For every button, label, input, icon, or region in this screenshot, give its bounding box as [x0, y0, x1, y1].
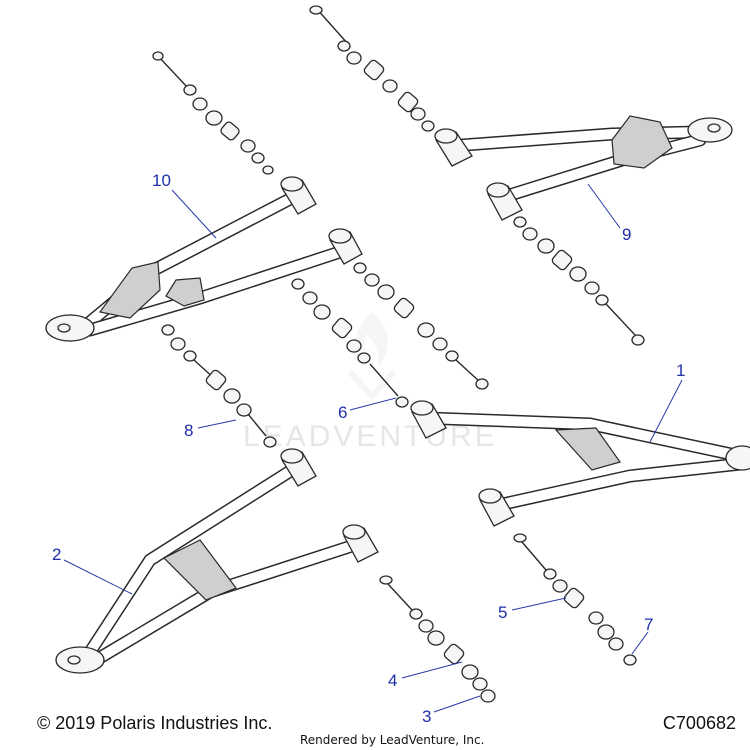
arm-9-bracket — [611, 115, 673, 169]
arm-10-pivot-front — [280, 176, 317, 215]
part-3-washer — [480, 689, 496, 703]
arm-10-bracket — [98, 261, 161, 319]
callout-7: 7 — [631, 615, 653, 655]
render-credit: Rendered by LeadVenture, Inc. — [300, 733, 485, 747]
control-arm-9 — [434, 115, 733, 221]
callouts: 1 2 3 4 5 6 7 8 — [52, 171, 685, 726]
arm-9-pivot-front — [434, 128, 473, 167]
hardware-stack-right — [513, 216, 645, 346]
arm-1-ball-joint — [725, 445, 750, 471]
callout-3-label: 3 — [422, 707, 431, 726]
arm-10-pivot-rear — [328, 228, 363, 265]
arm-1-gusset — [554, 427, 621, 471]
callout-4-label: 4 — [388, 671, 397, 690]
watermark-text: LEADVENTURE — [243, 420, 498, 453]
callout-2: 2 — [52, 545, 133, 595]
hardware-stack-bottom-center — [379, 575, 496, 703]
arm-1-pivot-front — [410, 400, 447, 439]
callout-8-label: 8 — [184, 421, 193, 440]
arm-1-pivot-rear — [478, 488, 515, 527]
watermark-flame-logo — [347, 312, 397, 401]
diagram-code: C700682 — [662, 713, 736, 733]
callout-4: 4 — [388, 661, 463, 690]
hardware-stack-upper-left — [152, 51, 274, 175]
part-7-nut — [623, 654, 637, 666]
callout-5-label: 5 — [498, 603, 507, 622]
copyright-text: © 2019 Polaris Industries Inc. — [37, 713, 273, 733]
arm-2-pivot-front — [280, 448, 317, 487]
callout-8: 8 — [184, 419, 237, 440]
control-arm-10 — [45, 176, 363, 342]
watermark: LEADVENTURE — [243, 312, 498, 453]
hardware-stack-center — [291, 278, 409, 408]
callout-10: 10 — [152, 171, 217, 239]
callout-9-label: 9 — [622, 225, 631, 244]
callout-1: 1 — [649, 361, 685, 443]
control-arm-2 — [55, 448, 379, 674]
hardware-stack-center-upper — [353, 262, 489, 390]
callout-10-label: 10 — [152, 171, 171, 190]
callout-9: 9 — [587, 183, 631, 244]
callout-1-label: 1 — [676, 361, 685, 380]
hardware-stack-left — [161, 324, 277, 448]
callout-6-label: 6 — [338, 403, 347, 422]
arm-9-pivot-rear — [486, 182, 523, 221]
callout-5: 5 — [498, 597, 567, 622]
callout-6: 6 — [338, 397, 397, 422]
arm-2-gusset — [162, 539, 237, 601]
callout-2-label: 2 — [52, 545, 61, 564]
hardware-stack-top — [309, 5, 435, 132]
arm-10-bracket-rear — [165, 277, 205, 307]
callout-7-label: 7 — [644, 615, 653, 634]
control-arm-1 — [410, 400, 750, 527]
hardware-stack-bottom-right — [513, 533, 637, 666]
arm-2-pivot-rear — [342, 524, 379, 563]
callout-3: 3 — [422, 695, 481, 726]
